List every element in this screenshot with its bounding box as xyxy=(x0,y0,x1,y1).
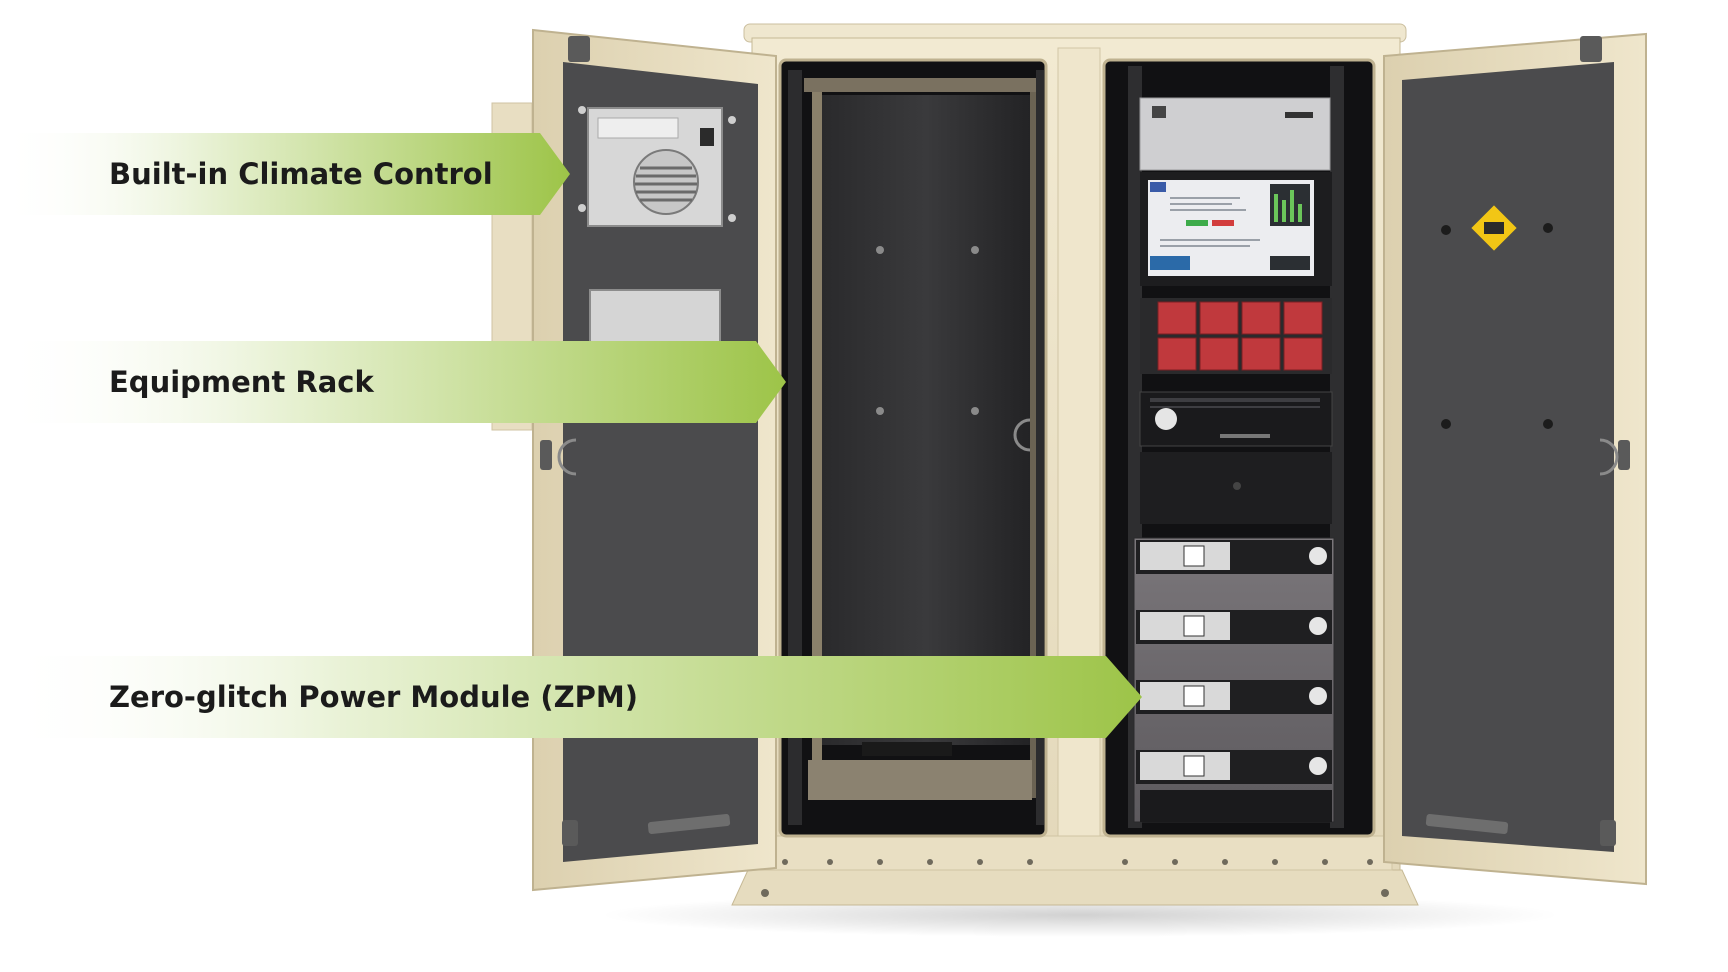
climate-control-switch xyxy=(700,128,714,146)
callout-label: Zero-glitch Power Module (ZPM) xyxy=(109,680,638,714)
left-rack-rail xyxy=(788,70,802,825)
callout-climate-control: Built-in Climate Control xyxy=(0,133,570,215)
right-door-handle xyxy=(1425,814,1509,834)
monitor-logo xyxy=(1150,182,1166,192)
server-vents xyxy=(1150,398,1320,408)
server-logo-icon xyxy=(1155,408,1177,430)
left-door-latch xyxy=(557,438,577,476)
left-bay-top-frame xyxy=(804,78,1036,92)
zpm-modules xyxy=(1133,537,1335,823)
left-bay-cable-port xyxy=(1013,418,1031,452)
bottom-rail xyxy=(759,835,1393,871)
callout-label: Equipment Rack xyxy=(109,365,374,399)
climate-filter-panel xyxy=(589,289,721,345)
center-mullion xyxy=(1057,47,1101,871)
monitor-graph-bars xyxy=(1274,190,1302,222)
warning-label-icon xyxy=(1471,205,1517,251)
blank-panel-hole xyxy=(1233,482,1241,490)
bottom-rail-bolts xyxy=(761,859,1389,897)
monitor-green-indicator xyxy=(1186,220,1208,226)
left-bay-mount-holes xyxy=(876,246,979,415)
rack-unit-controller xyxy=(1139,97,1331,171)
cabinet-base xyxy=(731,869,1419,906)
left-bay-rear-frame-right xyxy=(1030,78,1038,798)
left-bay-floor-vent xyxy=(862,742,952,756)
monitor-red-indicator xyxy=(1212,220,1234,226)
right-door-bolts xyxy=(1441,223,1553,429)
vent-fan-icon xyxy=(633,149,699,215)
monitor-footer-chart xyxy=(1150,256,1190,270)
controller-status-led xyxy=(1152,106,1166,118)
left-bay-rear-frame xyxy=(812,78,822,798)
door-handle-icon xyxy=(647,814,731,834)
rack-bottom-plinth xyxy=(1140,790,1332,822)
monitor-footer-panel xyxy=(1270,256,1310,270)
right-door-panel xyxy=(1402,62,1614,852)
controller-port xyxy=(1285,112,1313,118)
right-door-latch xyxy=(1599,438,1619,476)
climate-control-label xyxy=(597,117,679,139)
callout-label: Built-in Climate Control xyxy=(109,157,493,191)
monitor-text-lines xyxy=(1160,197,1260,247)
callout-zpm: Zero-glitch Power Module (ZPM) xyxy=(0,656,1142,738)
left-rack-rail-right xyxy=(1036,70,1044,825)
vent-fan-grille xyxy=(635,166,697,202)
battery-modules xyxy=(1157,301,1323,371)
left-bay-back-panel xyxy=(822,95,1030,745)
climate-mount-bolts xyxy=(578,106,736,222)
left-bay-floor xyxy=(808,760,1032,800)
callout-arrow xyxy=(0,341,786,423)
callout-arrow xyxy=(0,656,1142,738)
right-door-hinges xyxy=(1580,36,1630,846)
server-handle xyxy=(1220,434,1270,438)
callout-equipment-rack: Equipment Rack xyxy=(0,341,786,423)
hinge-icon xyxy=(540,36,590,846)
callout-arrow xyxy=(0,133,570,215)
